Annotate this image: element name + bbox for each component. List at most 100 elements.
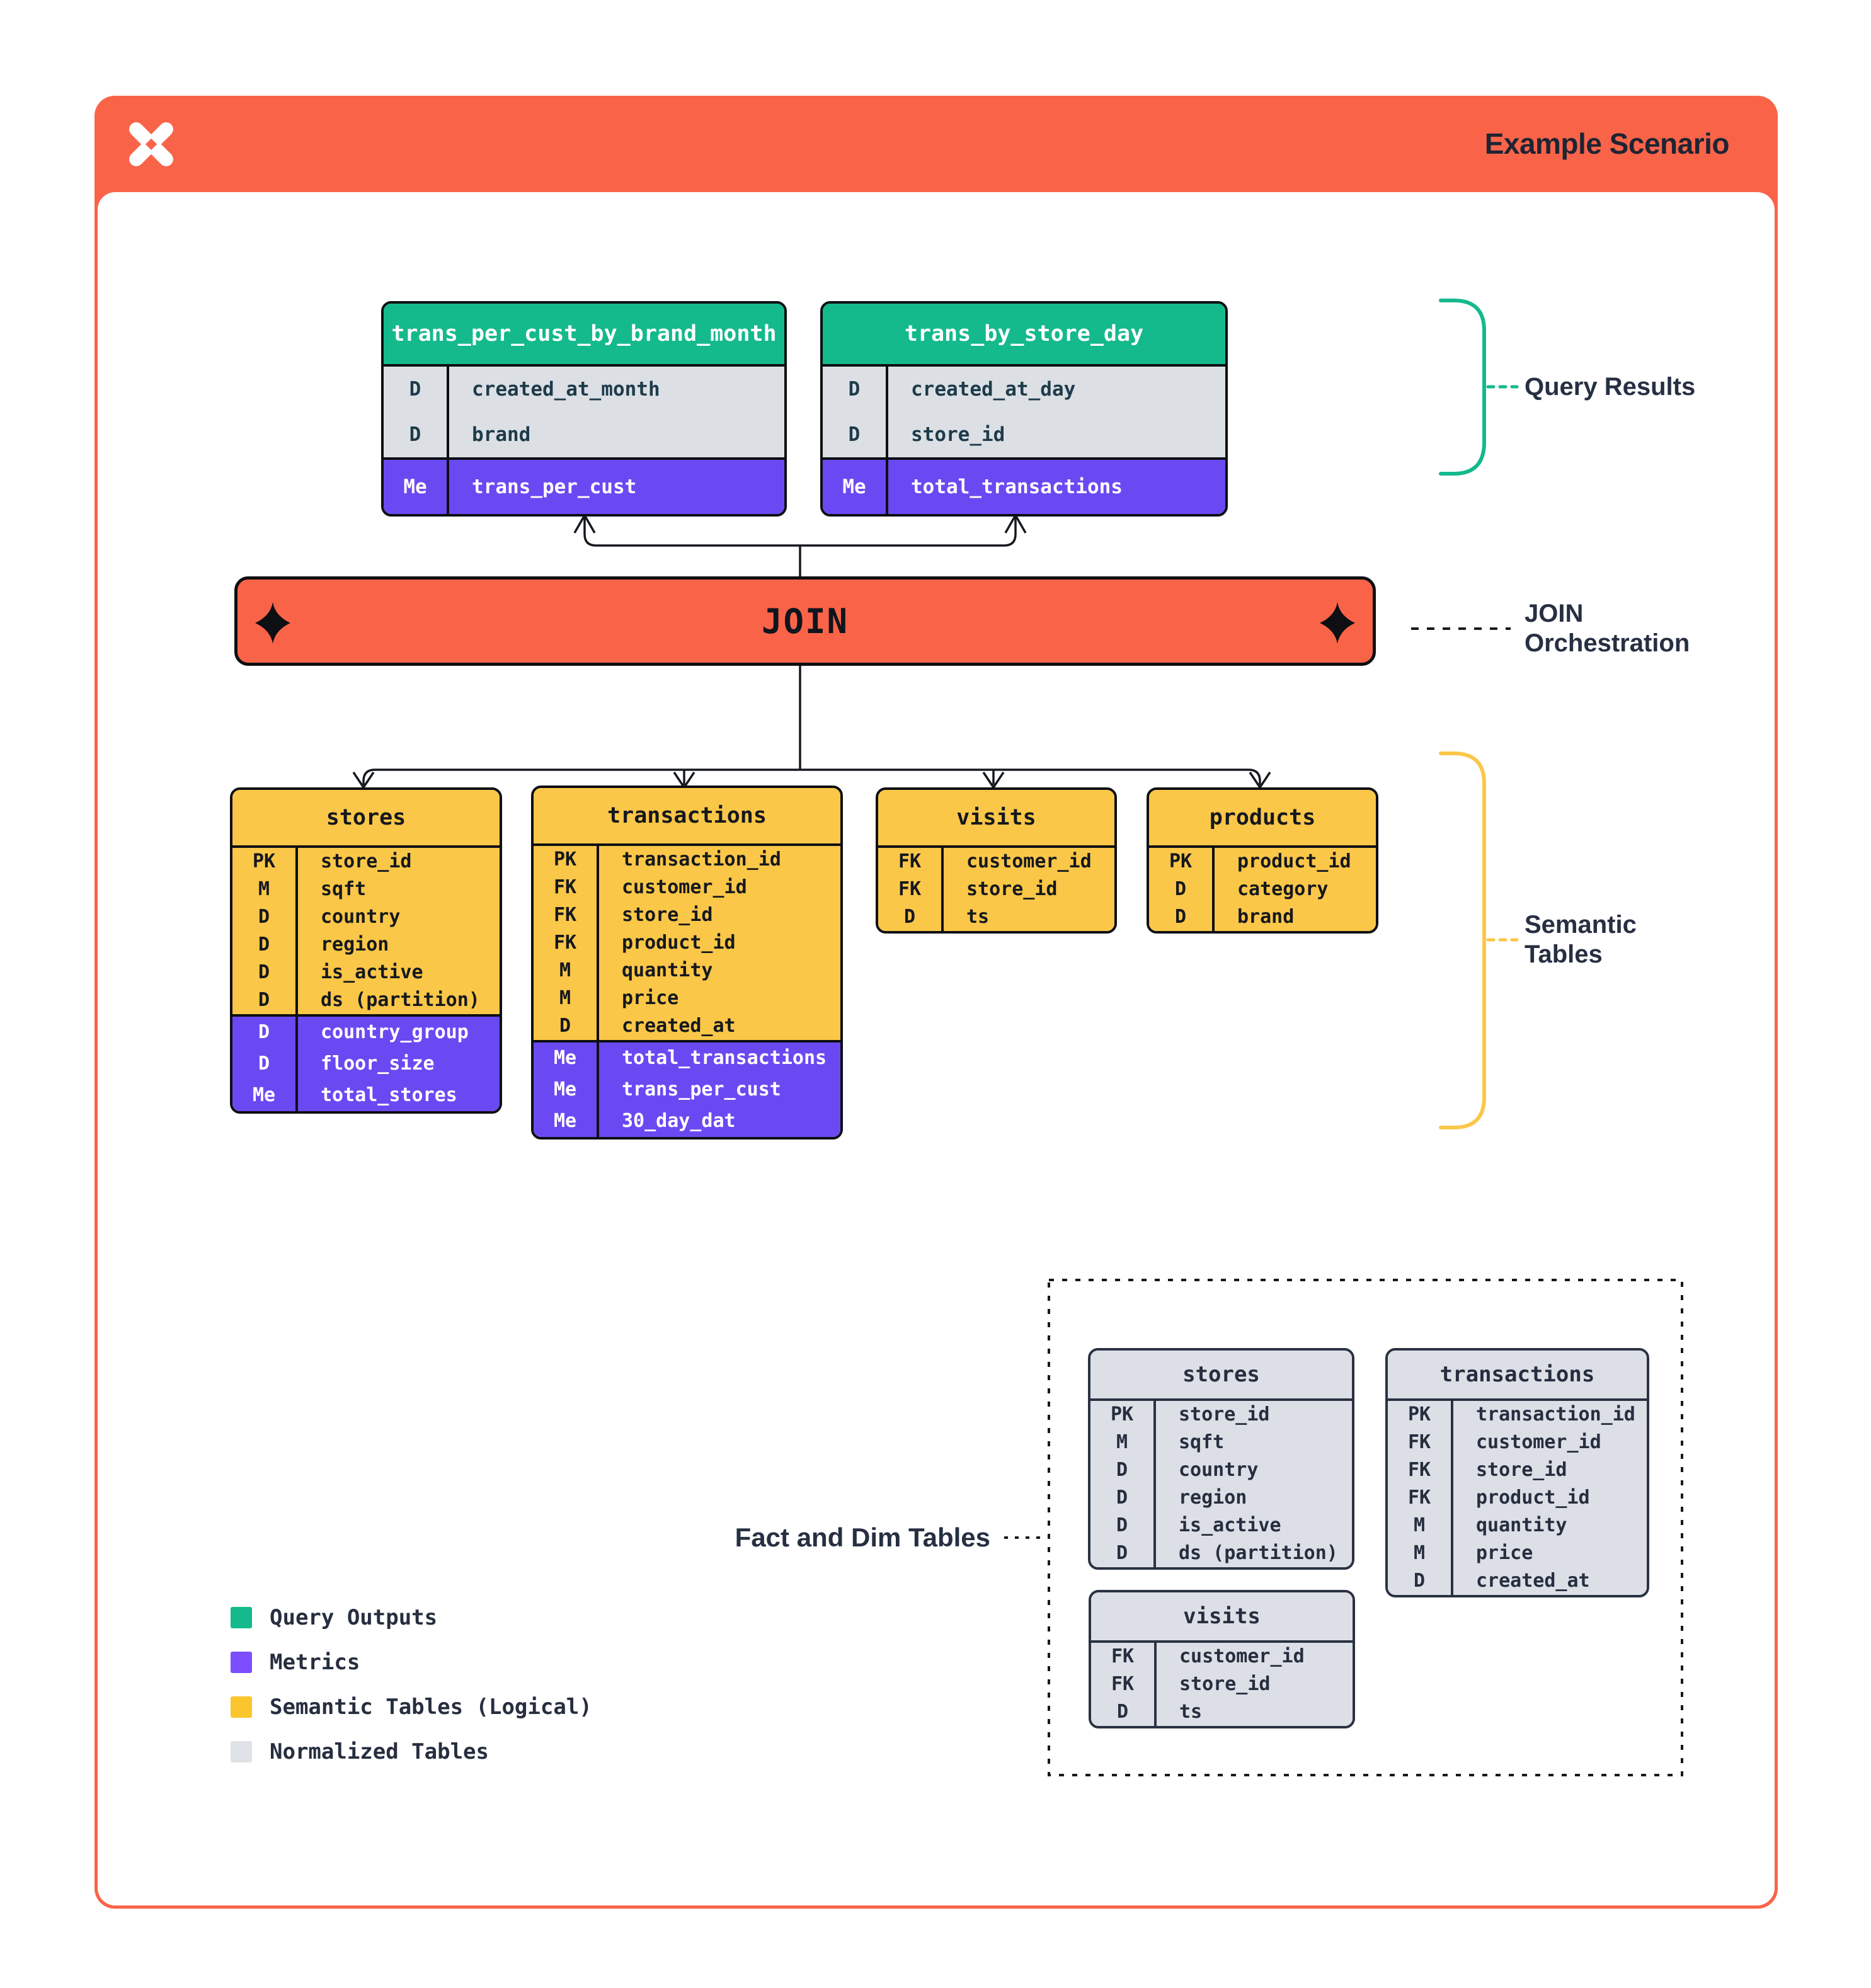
field-name: customer_id <box>966 850 1092 872</box>
key-type-badge: D <box>1090 1540 1156 1567</box>
key-type-badge: D <box>232 903 298 931</box>
table-row: Me total_transactions <box>823 460 1225 514</box>
legend-item: Query Outputs <box>231 1604 592 1631</box>
field-name: ts <box>966 906 990 928</box>
key-type-badge: D <box>823 367 888 412</box>
field-name: brand <box>1237 906 1295 928</box>
join-orchestration-label: JOIN Orchestration <box>1525 600 1690 657</box>
field-name: customer_id <box>1476 1431 1601 1453</box>
key-type-badge: D <box>232 986 298 1014</box>
table-title: transactions <box>534 788 840 846</box>
pinwheel-x-logo-icon <box>129 122 173 166</box>
key-type-badge: Me <box>232 1080 298 1111</box>
field-name: quantity <box>622 959 713 981</box>
key-type-badge: M <box>1388 1540 1453 1567</box>
key-type-badge: FK <box>1388 1429 1453 1456</box>
field-name: total_transactions <box>911 476 1123 498</box>
field-name: brand <box>472 423 531 446</box>
key-type-badge: D <box>1149 903 1215 931</box>
key-type-badge: Me <box>823 460 888 514</box>
key-type-badge: D <box>232 959 298 986</box>
field-name: ts <box>1179 1701 1203 1723</box>
field-name: transaction_id <box>1476 1403 1635 1425</box>
field-name: country_group <box>321 1021 469 1043</box>
key-type-badge: PK <box>1149 848 1215 876</box>
key-type-badge: PK <box>232 848 298 876</box>
field-name: ds (partition) <box>321 989 480 1011</box>
field-name: store_id <box>911 423 1005 446</box>
key-type-badge: Me <box>534 1074 599 1105</box>
key-type-badge: D <box>232 1048 298 1080</box>
legend-item: Semantic Tables (Logical) <box>231 1693 592 1721</box>
key-type-badge: D <box>384 367 449 412</box>
field-name: store_id <box>1476 1459 1567 1481</box>
key-type-badge: M <box>534 985 599 1012</box>
table-title: trans_by_store_day <box>823 304 1225 367</box>
field-name: ds (partition) <box>1179 1542 1338 1564</box>
field-name: product_id <box>1237 850 1351 872</box>
table-title: transactions <box>1388 1351 1647 1401</box>
sparkle-diamond-icon <box>1320 602 1355 644</box>
key-type-badge: D <box>1091 1698 1157 1726</box>
table-row: Me trans_per_cust <box>534 1074 840 1105</box>
key-type-badge: FK <box>1091 1643 1157 1671</box>
key-type-badge: PK <box>534 846 599 874</box>
metric-section: Me total_transactions <box>823 457 1225 514</box>
key-type-badge: FK <box>534 901 599 929</box>
field-name: region <box>1179 1487 1247 1509</box>
legend-swatch-icon <box>231 1652 252 1673</box>
key-type-badge: D <box>1090 1512 1156 1540</box>
field-name: trans_per_cust <box>622 1078 781 1100</box>
field-name: customer_id <box>622 876 747 898</box>
legend-swatch-icon <box>231 1741 252 1762</box>
key-type-badge: M <box>1388 1512 1453 1540</box>
semantic-tables-label: Semantic Tables <box>1525 911 1637 968</box>
table-row: PK transaction_id <box>1388 1401 1647 1429</box>
key-type-badge: Me <box>534 1105 599 1137</box>
join-orchestration-bar: JOIN <box>234 576 1376 666</box>
field-name: product_id <box>622 932 736 954</box>
field-name: created_at_day <box>911 378 1076 401</box>
table-title: visits <box>878 790 1114 848</box>
sparkle-diamond-icon <box>255 602 290 644</box>
key-type-badge: PK <box>1388 1401 1453 1429</box>
key-type-badge: D <box>1090 1456 1156 1484</box>
